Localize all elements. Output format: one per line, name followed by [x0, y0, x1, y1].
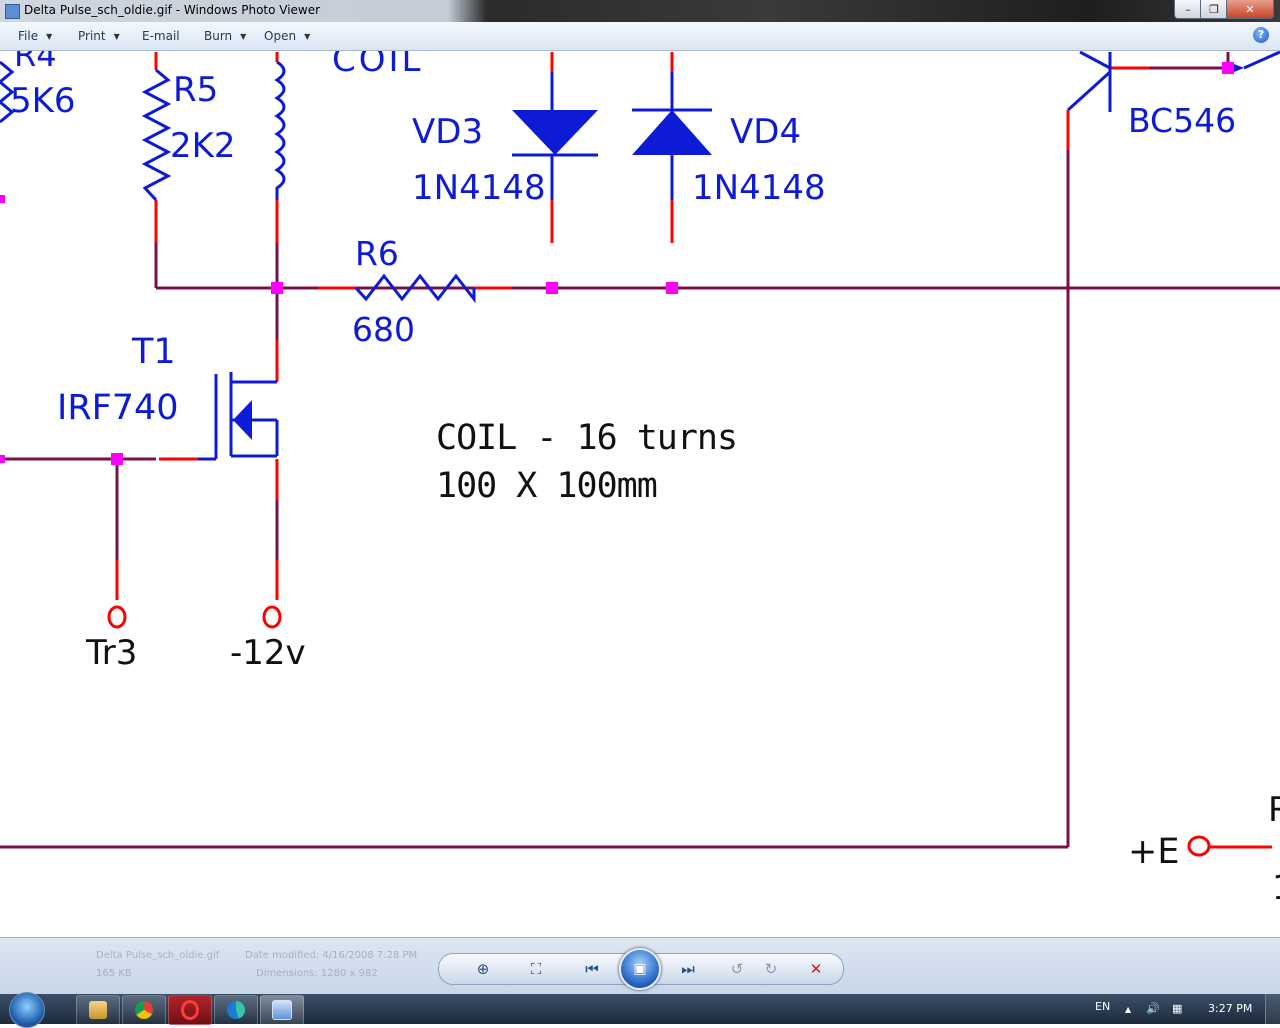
- actual-size-icon[interactable]: ⛶: [530, 960, 542, 978]
- tr3-terminal: [107, 605, 127, 629]
- tr3-label: Tr3: [86, 633, 138, 673]
- vd4-diode-symbol: [632, 110, 712, 155]
- chevron-down-icon: ▼: [304, 32, 311, 41]
- vd3-part: 1N4148: [412, 168, 546, 208]
- r5-resistor-symbol: [141, 68, 172, 202]
- vd4-label: VD4: [730, 112, 802, 152]
- date-modified: Date modified: 4/16/2008 7:28 PM: [245, 950, 418, 961]
- print-menu[interactable]: Print ▼: [78, 29, 120, 43]
- r6-resistor-symbol: [354, 273, 476, 304]
- edge-icon: [227, 1001, 245, 1019]
- zoom-icon[interactable]: ⊕: [476, 960, 490, 978]
- folder-icon: [89, 1001, 107, 1019]
- vd3-diode-symbol: [512, 110, 598, 155]
- vd3-label: VD3: [412, 112, 484, 152]
- r6-value: 680: [352, 310, 415, 349]
- plus-e-label: +E: [1128, 832, 1180, 872]
- chevron-down-icon: ▼: [113, 32, 120, 41]
- t1-gate-arrow: [233, 400, 252, 440]
- email-menu[interactable]: E-mail: [142, 29, 180, 43]
- opera-taskbar-button[interactable]: [168, 995, 212, 1025]
- file-name: Delta Pulse_sch_oldie.gif: [96, 950, 220, 961]
- photo-viewer-icon: [272, 1000, 292, 1020]
- bc546-arrow: [1234, 64, 1244, 72]
- rotate-ccw-icon[interactable]: ↺: [730, 960, 744, 978]
- neg12v-terminal: [262, 605, 282, 629]
- clock[interactable]: 3:27 PM: [1208, 1002, 1253, 1015]
- delete-icon[interactable]: ✕: [809, 960, 823, 978]
- slideshow-button[interactable]: ▣: [619, 948, 661, 990]
- r6-label: R6: [355, 234, 399, 273]
- window-title: Delta Pulse_sch_oldie.gif - Windows Phot…: [24, 3, 321, 17]
- maximize-button[interactable]: ❐: [1200, 0, 1228, 19]
- network-icon[interactable]: ▦: [1172, 1002, 1183, 1015]
- schematic-image: [0, 51, 1280, 857]
- r5-label: R5: [173, 70, 219, 110]
- opera-icon: [181, 1000, 199, 1020]
- show-desktop-button[interactable]: [1265, 994, 1280, 1024]
- edge-r-label: R: [1268, 790, 1280, 830]
- previous-icon[interactable]: ⏮: [585, 960, 599, 978]
- taskbar: EN ▲ 🔊 ▦ 3:27 PM: [0, 992, 1280, 1028]
- coil-symbol: [274, 60, 286, 200]
- menu-bar: File ▼ Print ▼ E-mail Burn ▼ Open ▼: [0, 22, 1280, 51]
- t1-part: IRF740: [57, 388, 179, 428]
- open-menu-label: Open: [264, 29, 297, 43]
- minimize-button[interactable]: –: [1174, 0, 1202, 19]
- r4-resistor-symbol: [0, 60, 15, 124]
- file-menu-label: File: [18, 29, 39, 43]
- title-bar: Delta Pulse_sch_oldie.gif - Windows Phot…: [0, 0, 1280, 22]
- help-icon[interactable]: ?: [1253, 27, 1269, 43]
- r5-value: 2K2: [170, 126, 236, 166]
- file-size: 165 KB: [96, 968, 132, 979]
- rotate-cw-icon[interactable]: ↻: [764, 960, 778, 978]
- coil-note-line1: COIL - 16 turns: [436, 418, 738, 458]
- print-menu-label: Print: [78, 29, 106, 43]
- r4-value: 5K6: [10, 81, 76, 121]
- control-bar: Delta Pulse_sch_oldie.gif Date modified:…: [0, 937, 1280, 995]
- next-icon[interactable]: ⏭: [681, 960, 695, 978]
- edge-1-label: 1: [1272, 871, 1280, 905]
- burn-menu-label: Burn: [204, 29, 233, 43]
- chevron-down-icon: ▼: [46, 32, 53, 41]
- tray-expand-icon[interactable]: ▲: [1125, 1005, 1132, 1014]
- image-viewport[interactable]: R4 5K6 R5 2K2 COIL VD3 1N4148 VD4 1N4148…: [0, 51, 1280, 937]
- email-menu-label: E-mail: [142, 29, 180, 43]
- chrome-taskbar-button[interactable]: [122, 995, 166, 1025]
- open-menu[interactable]: Open ▼: [264, 29, 310, 43]
- r4-label: R4: [14, 51, 57, 74]
- start-button[interactable]: [9, 992, 45, 1028]
- vd4-part: 1N4148: [692, 168, 826, 208]
- language-indicator[interactable]: EN: [1095, 1000, 1111, 1013]
- t1-label: T1: [132, 332, 176, 372]
- wire-stubs: [115, 52, 1272, 849]
- plus-e-terminal: [1187, 835, 1211, 857]
- chevron-down-icon: ▼: [240, 32, 247, 41]
- coil-label: COIL: [332, 51, 424, 80]
- dimensions: Dimensions: 1280 x 982: [256, 968, 378, 979]
- chrome-icon: [135, 1001, 153, 1019]
- coil-note-line2: 100 X 100mm: [436, 466, 658, 506]
- close-button[interactable]: ✕: [1226, 0, 1274, 19]
- neg12v-label: -12v: [230, 633, 306, 673]
- edge-taskbar-button[interactable]: [214, 995, 258, 1025]
- burn-menu[interactable]: Burn ▼: [204, 29, 246, 43]
- junction-dots: [0, 62, 1234, 465]
- volume-icon[interactable]: 🔊: [1146, 1002, 1160, 1015]
- photo-viewer-taskbar-button[interactable]: [260, 995, 304, 1025]
- explorer-taskbar-button[interactable]: [76, 995, 120, 1025]
- playback-controls: ⊕ ⛶ ⏮ ▣ ⏭ ↺ ↻ ✕: [438, 948, 844, 990]
- file-menu[interactable]: File ▼: [18, 29, 52, 43]
- photo-viewer-app-icon: [5, 4, 20, 19]
- bc546-label: BC546: [1128, 101, 1237, 140]
- components: [0, 51, 1280, 461]
